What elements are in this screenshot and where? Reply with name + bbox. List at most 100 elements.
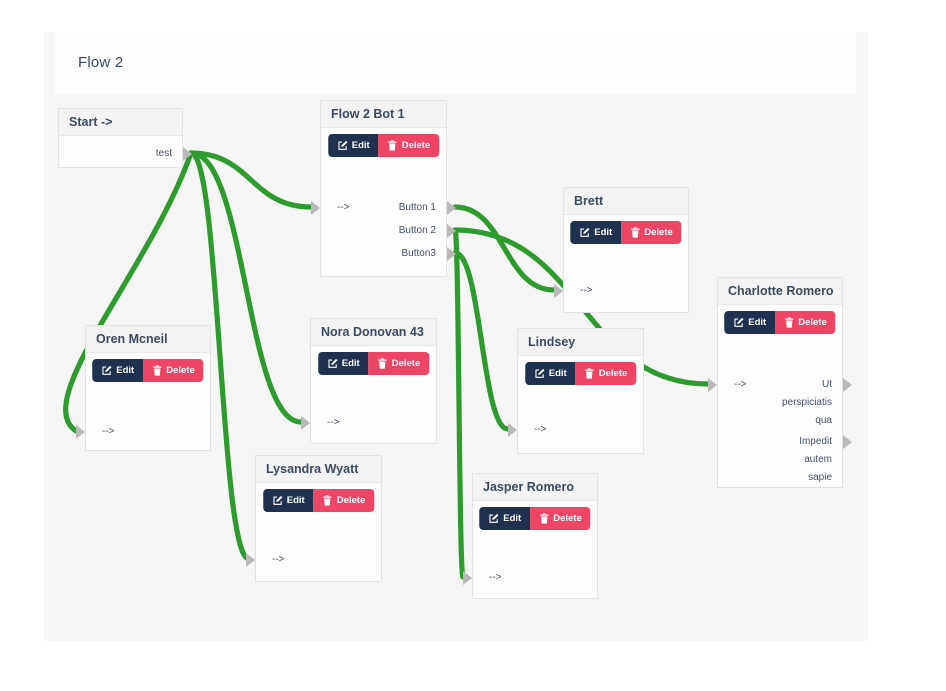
edit-button[interactable]: Edit xyxy=(724,311,776,334)
node-title-charlotte: Charlotte Romero xyxy=(718,278,842,305)
edit-button[interactable]: Edit xyxy=(524,362,576,385)
node-title-start: Start -> xyxy=(59,109,182,136)
delete-button-label: Delete xyxy=(798,317,827,328)
output-port[interactable] xyxy=(447,201,456,215)
node-actions: Edit Delete xyxy=(570,221,682,244)
trash-icon xyxy=(323,495,333,506)
edit-button[interactable]: Edit xyxy=(92,359,144,382)
page-title: Flow 2 xyxy=(78,53,124,71)
node-title-jasper: Jasper Romero xyxy=(473,474,597,501)
output-port[interactable] xyxy=(843,435,852,449)
input-port[interactable] xyxy=(301,416,310,430)
input-port[interactable] xyxy=(463,571,472,585)
output-label: Button 2 xyxy=(398,225,436,236)
node-nora[interactable]: Nora Donovan 43 Edit Delete --> xyxy=(301,318,437,444)
pencil-square-icon xyxy=(101,365,112,376)
edit-button-label: Edit xyxy=(748,317,767,328)
edit-button-label: Edit xyxy=(594,227,613,238)
node-actions: Edit Delete xyxy=(92,359,204,382)
output-label: Ut perspiciatis qua xyxy=(781,379,832,426)
connection-start:test-lysandra:input[interactable] xyxy=(188,150,252,562)
delete-button[interactable]: Delete xyxy=(368,352,430,375)
output-port[interactable] xyxy=(843,378,852,392)
delete-button[interactable]: Delete xyxy=(775,311,836,334)
input-port[interactable] xyxy=(508,423,517,437)
delete-button-label: Delete xyxy=(401,140,431,151)
edit-button[interactable]: Edit xyxy=(570,221,622,244)
node-title-oren: Oren Mcneil xyxy=(86,326,210,353)
delete-button-label: Delete xyxy=(644,227,673,238)
pencil-square-icon xyxy=(337,140,348,151)
output-port[interactable] xyxy=(447,224,456,238)
trash-icon xyxy=(784,317,794,328)
output-label: test xyxy=(155,148,172,159)
edit-button-label: Edit xyxy=(503,513,522,524)
input-label: --> xyxy=(327,417,340,428)
delete-button[interactable]: Delete xyxy=(143,359,204,382)
edit-button[interactable]: Edit xyxy=(479,507,531,530)
input-label: --> xyxy=(534,424,547,435)
input-port[interactable] xyxy=(246,553,255,567)
connection-start:test-nora:input[interactable] xyxy=(188,150,304,425)
input-port[interactable] xyxy=(76,425,85,439)
output-port[interactable] xyxy=(183,147,192,161)
pencil-square-icon xyxy=(327,358,338,369)
node-title-bot1: Flow 2 Bot 1 xyxy=(321,101,446,128)
connection-start:test-bot1:input[interactable] xyxy=(188,150,314,210)
node-title-nora: Nora Donovan 43 xyxy=(311,319,436,346)
input-label: --> xyxy=(272,554,285,565)
delete-button[interactable]: Delete xyxy=(530,507,591,530)
pencil-square-icon xyxy=(579,227,590,238)
connection-start:test-oren:input[interactable] xyxy=(63,150,194,434)
delete-button-label: Delete xyxy=(553,513,582,524)
connection-bot1:button2-jasper:input[interactable] xyxy=(452,227,466,580)
delete-button[interactable]: Delete xyxy=(575,362,637,385)
output-label: Button 1 xyxy=(398,202,436,213)
node-start[interactable]: Start -> test xyxy=(58,108,192,168)
pencil-square-icon xyxy=(534,368,545,379)
node-actions: Edit Delete xyxy=(327,134,440,157)
input-port[interactable] xyxy=(311,201,320,215)
delete-button[interactable]: Delete xyxy=(313,489,375,512)
edit-button-label: Edit xyxy=(351,140,370,151)
trash-icon xyxy=(152,365,162,376)
node-title-lindsey: Lindsey xyxy=(518,329,643,356)
output-port[interactable] xyxy=(447,247,456,261)
node-actions: Edit Delete xyxy=(524,362,637,385)
pencil-square-icon xyxy=(272,495,283,506)
node-actions: Edit Delete xyxy=(317,352,430,375)
delete-button-label: Delete xyxy=(391,358,421,369)
node-title-lysandra: Lysandra Wyatt xyxy=(256,456,381,483)
edit-button[interactable]: Edit xyxy=(327,134,379,157)
delete-button[interactable]: Delete xyxy=(378,134,440,157)
connection-bot1:button3-lindsey:input[interactable] xyxy=(452,250,511,432)
output-label: Impedit autem sapie xyxy=(799,436,832,483)
trash-icon xyxy=(630,227,640,238)
delete-button-label: Delete xyxy=(598,368,628,379)
output-label: Button3 xyxy=(401,248,436,259)
delete-button[interactable]: Delete xyxy=(621,221,682,244)
input-label: --> xyxy=(337,202,350,213)
edit-button[interactable]: Edit xyxy=(262,489,314,512)
delete-button-label: Delete xyxy=(166,365,195,376)
node-title-brett: Brett xyxy=(564,188,688,215)
input-port[interactable] xyxy=(554,284,563,298)
trash-icon xyxy=(388,140,398,151)
node-bot1[interactable]: Flow 2 Bot 1 Edit Delete --> Button 1 Button … xyxy=(311,100,456,277)
input-label: --> xyxy=(489,572,502,583)
trash-icon xyxy=(539,513,549,524)
connection-bot1:button1-brett:input[interactable] xyxy=(452,204,557,293)
input-port[interactable] xyxy=(708,378,717,392)
edit-button-label: Edit xyxy=(341,358,360,369)
edit-button[interactable]: Edit xyxy=(317,352,369,375)
trash-icon xyxy=(378,358,388,369)
trash-icon xyxy=(585,368,595,379)
